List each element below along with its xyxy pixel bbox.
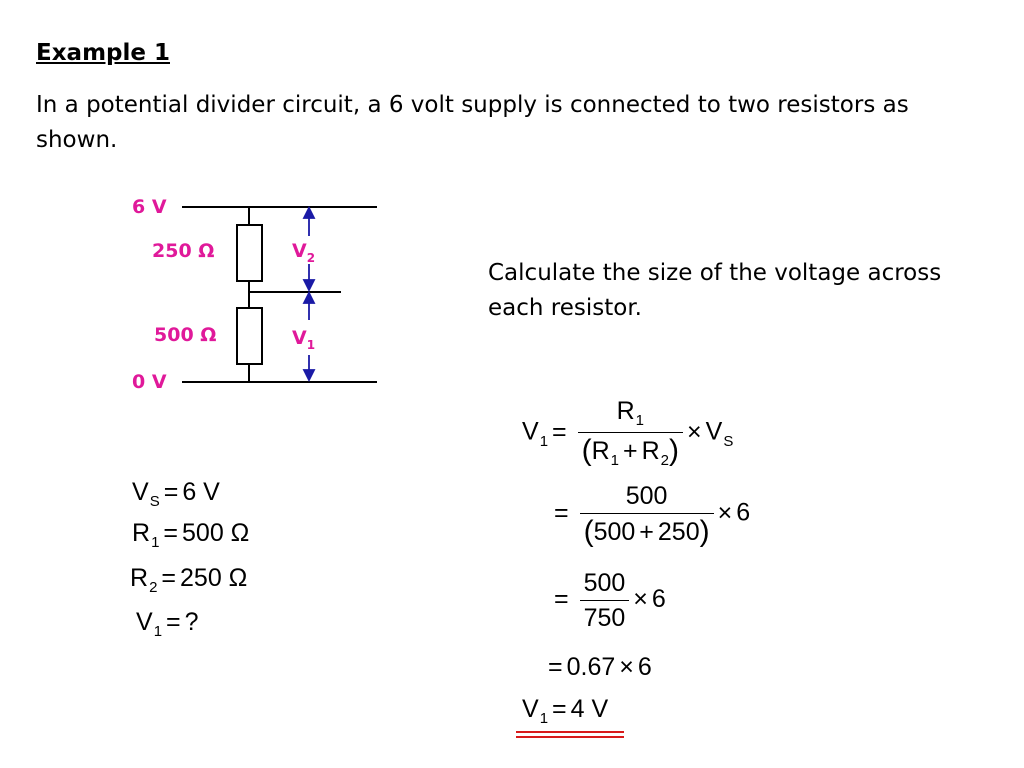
given-r1: R1=500 Ω	[132, 519, 250, 551]
v1-label: V1	[292, 327, 316, 352]
substitute-fraction: 500 (500+250)	[579, 481, 714, 547]
resistor-top	[236, 224, 263, 282]
supply-top-label: 6 V	[132, 196, 167, 218]
solution-line-simplify: = 500 750 ×6	[554, 568, 666, 633]
formula-fraction: R1 (R1+R2)	[577, 396, 684, 470]
solution-answer: V1=4 V	[522, 695, 609, 727]
question-text: Calculate the size of the voltage across…	[488, 260, 942, 321]
supply-bottom-label: 0 V	[132, 371, 167, 393]
slide-title: Example 1	[36, 40, 170, 66]
simplify-fraction: 500 750	[579, 568, 630, 633]
v2-label: V2	[292, 240, 316, 265]
given-r2: R2=250 Ω	[130, 564, 248, 596]
resistor-bottom-label: 500 Ω	[154, 324, 217, 346]
intro-text: In a potential divider circuit, a 6 volt…	[36, 92, 909, 153]
solution-line-decimal: =0.67×6	[548, 653, 652, 681]
given-v1: V1=?	[136, 608, 199, 640]
given-vs: VS=6 V	[132, 478, 220, 510]
resistor-bottom	[236, 307, 263, 365]
solution-line-substitute: = 500 (500+250) ×6	[554, 481, 751, 548]
solution-line-formula: V1= R1 (R1+R2) ×VS	[522, 396, 734, 470]
resistor-top-label: 250 Ω	[152, 240, 215, 262]
